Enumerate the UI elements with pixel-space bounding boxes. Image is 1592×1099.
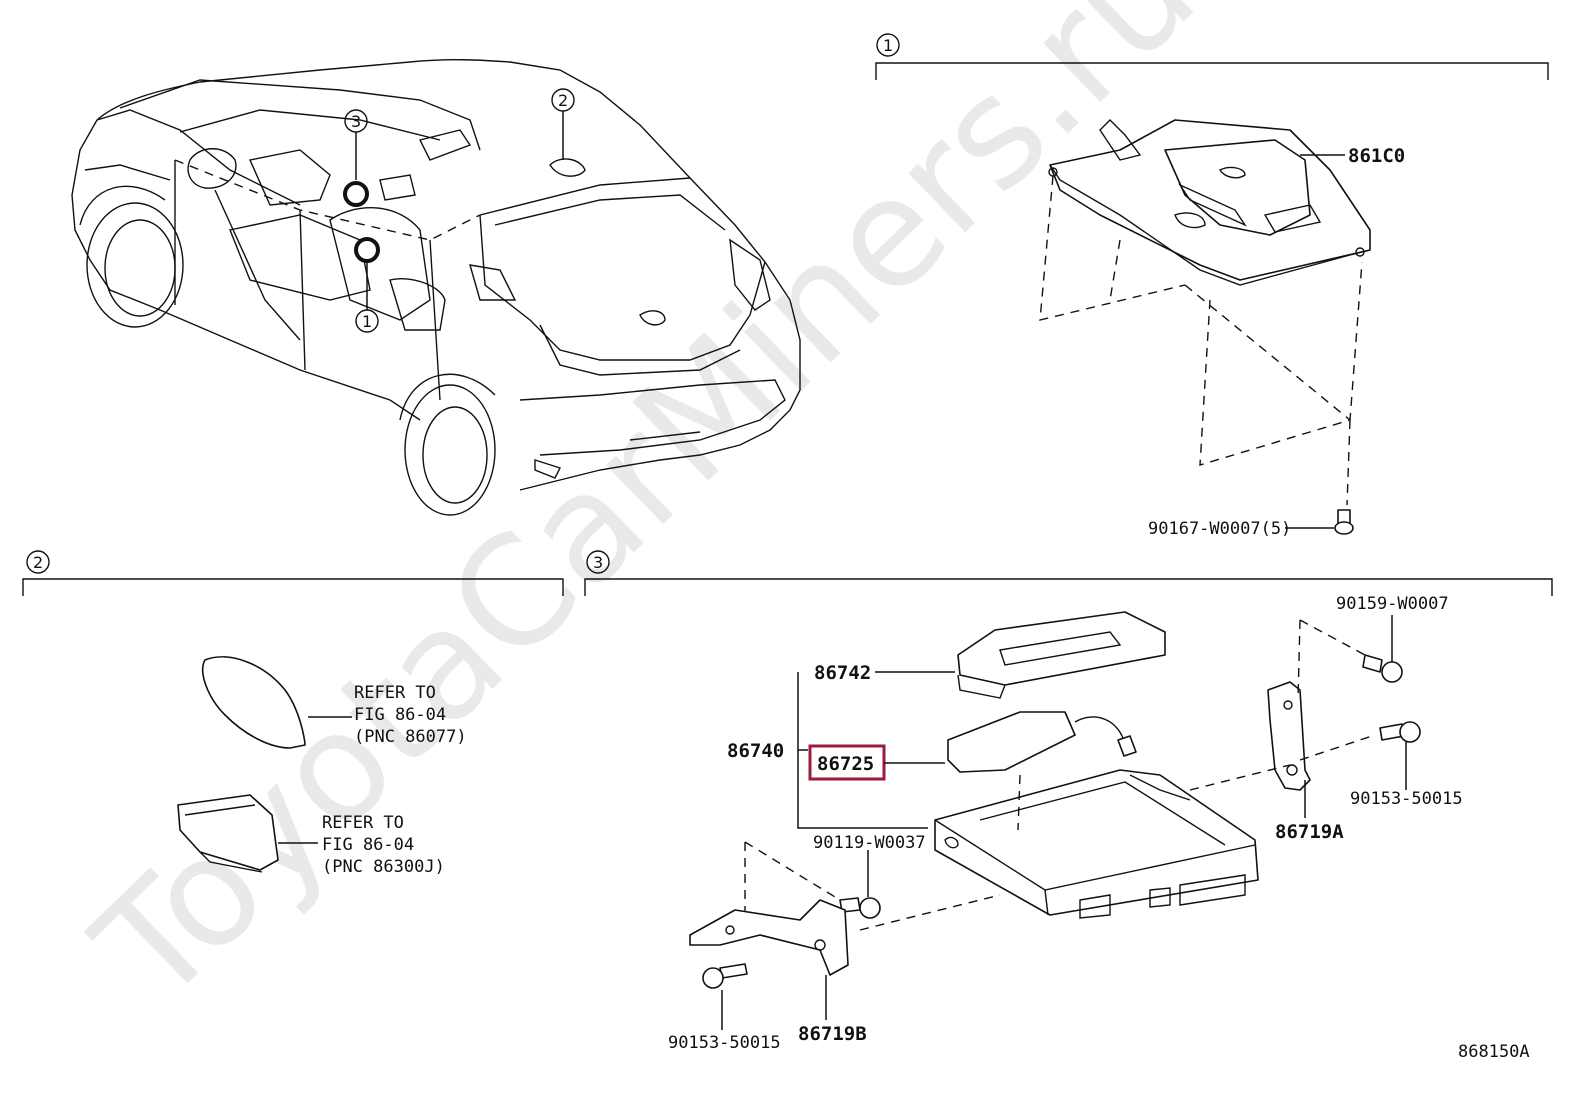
bracket-86719B-illustration	[689, 899, 849, 976]
screw-90159-illustration	[1362, 654, 1403, 683]
screw-90153-right-illustration	[1379, 721, 1421, 743]
callout-2-label: 2	[558, 91, 568, 110]
antenna-illustration	[201, 656, 306, 749]
ref2-line2: FIG 86-04	[322, 835, 414, 855]
section-2: 2 REFER TO FIG 86-04 (PNC 86077) REFER T…	[22, 550, 564, 877]
label-861C0: 861C0	[1348, 145, 1405, 167]
label-86725: 86725	[817, 753, 874, 775]
ref1-line2: FIG 86-04	[354, 705, 446, 725]
label-90153-50015-right: 90153-50015	[1350, 789, 1463, 809]
ref2-line1: REFER TO	[322, 813, 404, 833]
label-86742: 86742	[814, 662, 871, 684]
label-90119-W0037: 90119-W0037	[813, 833, 926, 853]
screw-90119-illustration	[839, 897, 881, 919]
label-86719B: 86719B	[798, 1023, 867, 1045]
section-3: 3 86742 86725 86740	[584, 550, 1553, 1053]
label-90153-50015-left: 90153-50015	[668, 1033, 781, 1053]
screw-90167-illustration	[1334, 509, 1354, 535]
figure-code: 868150A	[1458, 1042, 1530, 1062]
section-1: 1 861C0 90167-W0007(5)	[875, 33, 1549, 539]
module-86300J-illustration	[177, 794, 279, 873]
ref2-line3: (PNC 86300J)	[322, 857, 445, 877]
label-90159-W0007: 90159-W0007	[1336, 594, 1449, 614]
car-callout-1: 1	[354, 237, 380, 333]
bracket-86719A-illustration	[1267, 681, 1311, 791]
callout-3-label: 3	[351, 112, 361, 131]
car-callout-2: 2	[551, 88, 575, 160]
part-86742-illustration	[957, 611, 1166, 699]
ref1-line1: REFER TO	[354, 683, 436, 703]
section-1-marker: 1	[883, 36, 893, 55]
label-90167-W0007: 90167-W0007(5)	[1148, 519, 1291, 539]
screw-90153-left-illustration	[702, 963, 748, 989]
label-86719A: 86719A	[1275, 821, 1344, 843]
ref1-line3: (PNC 86077)	[354, 727, 467, 747]
part-861C0-illustration	[1048, 119, 1371, 286]
section-3-marker: 3	[593, 553, 603, 572]
callout-1-label: 1	[362, 312, 372, 331]
main-unit-illustration	[934, 769, 1259, 919]
part-86725-illustration	[947, 711, 1137, 773]
section-2-marker: 2	[33, 553, 43, 572]
label-86740: 86740	[727, 740, 784, 762]
car-callout-3: 3	[343, 109, 369, 207]
car-overview-illustration	[71, 59, 801, 516]
